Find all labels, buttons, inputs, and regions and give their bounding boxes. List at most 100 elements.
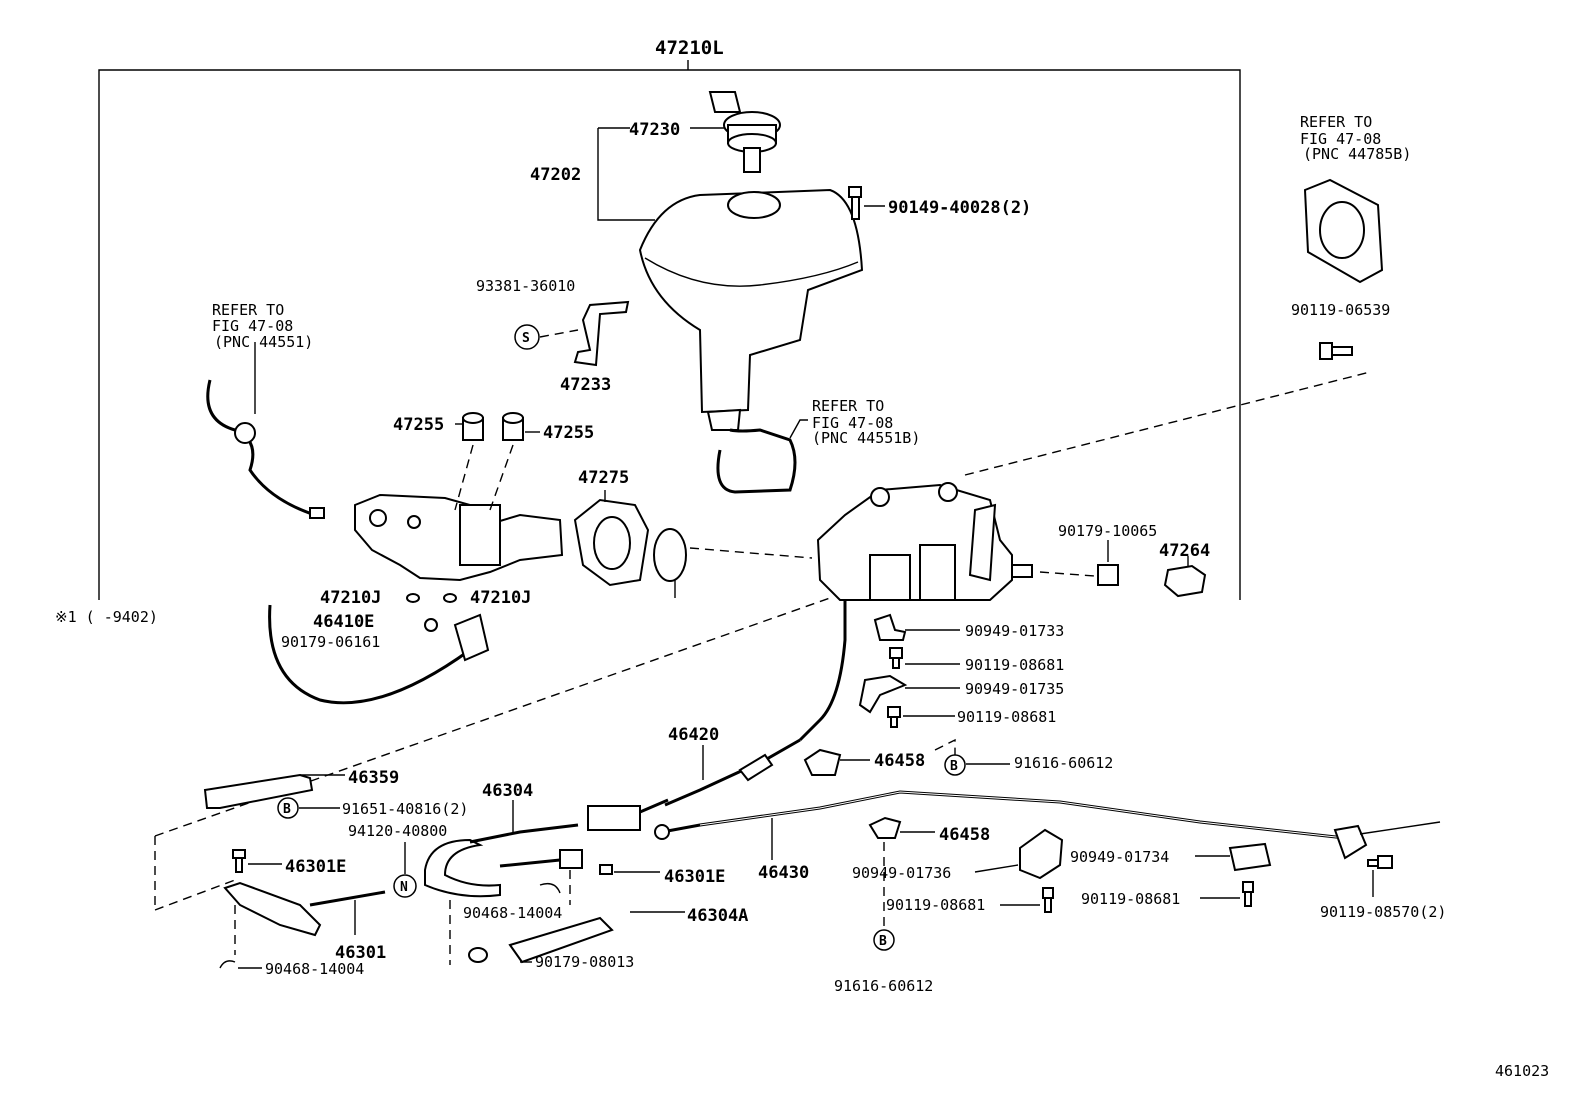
label-91651-40816: 91651-40816(2) xyxy=(342,800,468,818)
label-90468-14004-left: 90468-14004 xyxy=(265,960,364,978)
label-90119-08681-b: 90119-08681 xyxy=(957,708,1056,726)
assembly-bracket xyxy=(98,60,1241,600)
reservoir-cap xyxy=(708,91,781,173)
pin-46301E-right xyxy=(599,864,613,875)
mark-B-lower xyxy=(873,929,895,951)
reservoir-tank xyxy=(638,188,864,431)
cable-upper-46420 xyxy=(798,600,847,742)
figure-number: 461023 xyxy=(1495,1062,1549,1080)
bracket-90949-01734 xyxy=(1228,842,1272,872)
svg-text:FIG 47-08: FIG 47-08 xyxy=(812,414,893,432)
svg-text:S: S xyxy=(522,331,530,346)
label-47210J-left: 47210J xyxy=(320,588,381,608)
label-46458-lower: 46458 xyxy=(939,825,990,845)
mark-B-upper xyxy=(944,754,966,776)
booster-valve-assembly xyxy=(816,482,1033,601)
label-47275: 47275 xyxy=(578,468,629,488)
mark-B-left xyxy=(277,797,299,819)
refer-text-44551: REFER TO xyxy=(212,301,284,319)
svg-text:N: N xyxy=(400,880,408,895)
label-90119-06539: 90119-06539 xyxy=(1291,301,1390,319)
label-90468-14004-right: 90468-14004 xyxy=(463,904,562,922)
label-47210J-right: 47210J xyxy=(470,588,531,608)
label-46410E: 46410E xyxy=(313,612,374,632)
sensor-wire-left xyxy=(206,379,316,517)
nut-90179-08013 xyxy=(468,947,488,963)
label-93381-36010: 93381-36010 xyxy=(476,277,575,295)
lever-46301 xyxy=(223,881,322,937)
label-46301: 46301 xyxy=(335,943,386,963)
union-47255-left xyxy=(462,412,484,441)
svg-text:FIG 47-08: FIG 47-08 xyxy=(212,317,293,335)
label-90179-08013: 90179-08013 xyxy=(535,953,634,971)
bolt-90119-08681-b xyxy=(887,706,901,728)
label-47255-right: 47255 xyxy=(543,423,594,443)
label-46458-upper: 46458 xyxy=(874,751,925,771)
pin-46301E-left xyxy=(232,849,246,859)
label-90119-08681-c: 90119-08681 xyxy=(886,896,985,914)
nut-90179-10065 xyxy=(1097,564,1119,586)
label-47230: 47230 xyxy=(629,120,680,140)
label-90179-10065: 90179-10065 xyxy=(1058,522,1157,540)
bolt-90119-06539 xyxy=(1319,342,1353,360)
label-46430: 46430 xyxy=(758,863,809,883)
label-90949-01736: 90949-01736 xyxy=(852,864,951,882)
label-91616-60612-lower: 91616-60612 xyxy=(834,977,933,995)
label-47233: 47233 xyxy=(560,375,611,395)
label-47202: 47202 xyxy=(530,165,581,185)
guide-46304 xyxy=(424,838,501,898)
svg-text:B: B xyxy=(283,802,291,817)
connector-46304 xyxy=(559,849,583,869)
label-90119-08681-a: 90119-08681 xyxy=(965,656,1064,674)
clamp-90949-01735 xyxy=(858,674,908,714)
svg-text:FIG 47-08: FIG 47-08 xyxy=(1300,130,1381,148)
reservoir-hose xyxy=(716,428,797,494)
clip-46458-lower xyxy=(868,816,902,839)
svg-text:(PNC 44785B): (PNC 44785B) xyxy=(1303,145,1411,163)
cable-end-46420 xyxy=(587,805,641,831)
assembly-label-47210L: 47210L xyxy=(655,37,724,59)
union-47255-right xyxy=(502,412,524,441)
label-46301E-right: 46301E xyxy=(664,867,725,887)
bolt-90119-08681-c xyxy=(1042,887,1054,913)
label-90119-08681-d: 90119-08681 xyxy=(1081,890,1180,908)
refer-text-44785B: REFER TO xyxy=(1300,113,1372,131)
svg-text:B: B xyxy=(879,934,887,949)
bracket-47233 xyxy=(573,300,630,367)
label-90179-06161: 90179-06161 xyxy=(281,633,380,651)
leader-47202 xyxy=(597,128,655,221)
label-94120-40800: 94120-40800 xyxy=(348,822,447,840)
svg-text:(PNC 44551): (PNC 44551) xyxy=(214,333,313,351)
clip-47264 xyxy=(1163,564,1207,598)
bolt-90119-08681-a xyxy=(889,647,903,669)
spring-46304A xyxy=(508,916,614,964)
svg-text:(PNC 44551B): (PNC 44551B) xyxy=(812,429,920,447)
refer-text-44551B-1: REFER TO xyxy=(812,397,884,415)
clamp-90949-01733 xyxy=(873,613,907,641)
bolt-90119-08681-d xyxy=(1242,881,1254,907)
label-90149-40028: 90149-40028(2) xyxy=(888,198,1031,218)
label-90949-01734: 90949-01734 xyxy=(1070,848,1169,866)
master-cylinder xyxy=(354,493,564,582)
label-46420: 46420 xyxy=(668,725,719,745)
label-46304: 46304 xyxy=(482,781,533,801)
mark-S xyxy=(514,324,540,350)
o-ring xyxy=(653,528,687,582)
label-90119-08570: 90119-08570(2) xyxy=(1320,903,1446,921)
svg-text:B: B xyxy=(950,759,958,774)
label-91616-60612-upper: 91616-60612 xyxy=(1014,754,1113,772)
label-46304A: 46304A xyxy=(687,906,748,926)
bolt-90119-08570 xyxy=(1367,855,1393,869)
hydraulic-line-left xyxy=(268,604,471,705)
label-47264: 47264 xyxy=(1159,541,1210,561)
note-text: ※1 ( -9402) xyxy=(55,608,158,626)
label-90949-01735: 90949-01735 xyxy=(965,680,1064,698)
label-46301E-left: 46301E xyxy=(285,857,346,877)
bolt-90149 xyxy=(848,186,862,220)
clip-46458-upper xyxy=(803,748,842,776)
mark-N xyxy=(393,874,417,898)
label-46359: 46359 xyxy=(348,768,399,788)
label-90949-01733: 90949-01733 xyxy=(965,622,1064,640)
label-47255-left: 47255 xyxy=(393,415,444,435)
